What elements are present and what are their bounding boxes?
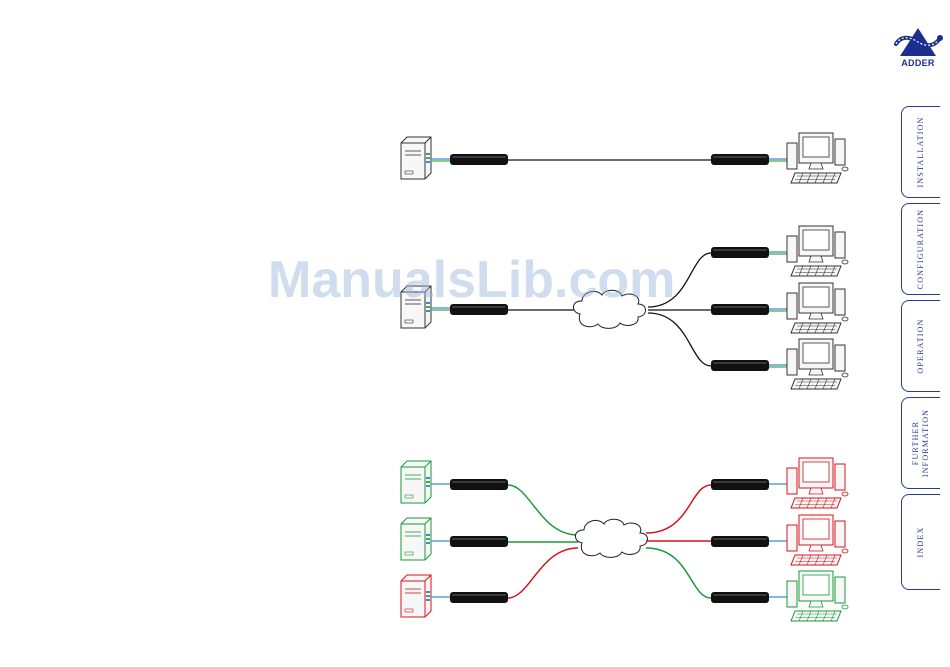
- server-icon-red: [401, 575, 431, 617]
- tab-label: CONFIGURATION: [916, 209, 926, 290]
- receiver-module: [711, 304, 769, 315]
- logo-text: ADDER: [890, 58, 946, 68]
- adder-logo-icon: [890, 26, 946, 60]
- tab-label: INDEX: [916, 527, 926, 558]
- adder-logo: ADDER: [890, 26, 946, 72]
- workstation-icon: [787, 133, 848, 183]
- receiver-module: [711, 536, 769, 547]
- tab-label: FURTHER INFORMATION: [911, 409, 931, 477]
- workstation-icon: [787, 283, 848, 333]
- transmitter-module: [450, 536, 508, 547]
- workstation-icon-red: [787, 458, 848, 508]
- tab-index[interactable]: INDEX: [901, 494, 940, 590]
- tab-installation[interactable]: INSTALLATION: [901, 106, 940, 198]
- receiver-module: [711, 592, 769, 603]
- diagram-point-to-point: [401, 133, 848, 183]
- tab-label: INSTALLATION: [916, 116, 926, 187]
- server-icon-green: [401, 518, 431, 560]
- workstation-icon-green: [787, 571, 848, 621]
- workstation-icon: [787, 226, 848, 276]
- tab-operation[interactable]: OPERATION: [901, 300, 940, 392]
- workstation-icon: [787, 339, 848, 389]
- receiver-module: [711, 154, 769, 165]
- tab-label-line1: FURTHER: [911, 409, 921, 477]
- server-icon-green: [401, 461, 431, 503]
- tab-further-information[interactable]: FURTHER INFORMATION: [901, 397, 940, 489]
- diagram-many-to-many: [401, 458, 848, 621]
- transmitter-module: [450, 479, 508, 490]
- transmitter-module: [450, 592, 508, 603]
- watermark: ManualsLib.com: [268, 250, 675, 310]
- server-icon: [401, 137, 431, 179]
- receiver-module: [711, 247, 769, 258]
- tab-label: OPERATION: [916, 318, 926, 373]
- receiver-module: [711, 360, 769, 371]
- tab-configuration[interactable]: CONFIGURATION: [901, 203, 940, 295]
- transmitter-module: [450, 154, 508, 165]
- receiver-module: [711, 479, 769, 490]
- tab-label-line2: INFORMATION: [921, 409, 931, 477]
- network-cloud: [575, 519, 647, 557]
- workstation-icon-red: [787, 515, 848, 565]
